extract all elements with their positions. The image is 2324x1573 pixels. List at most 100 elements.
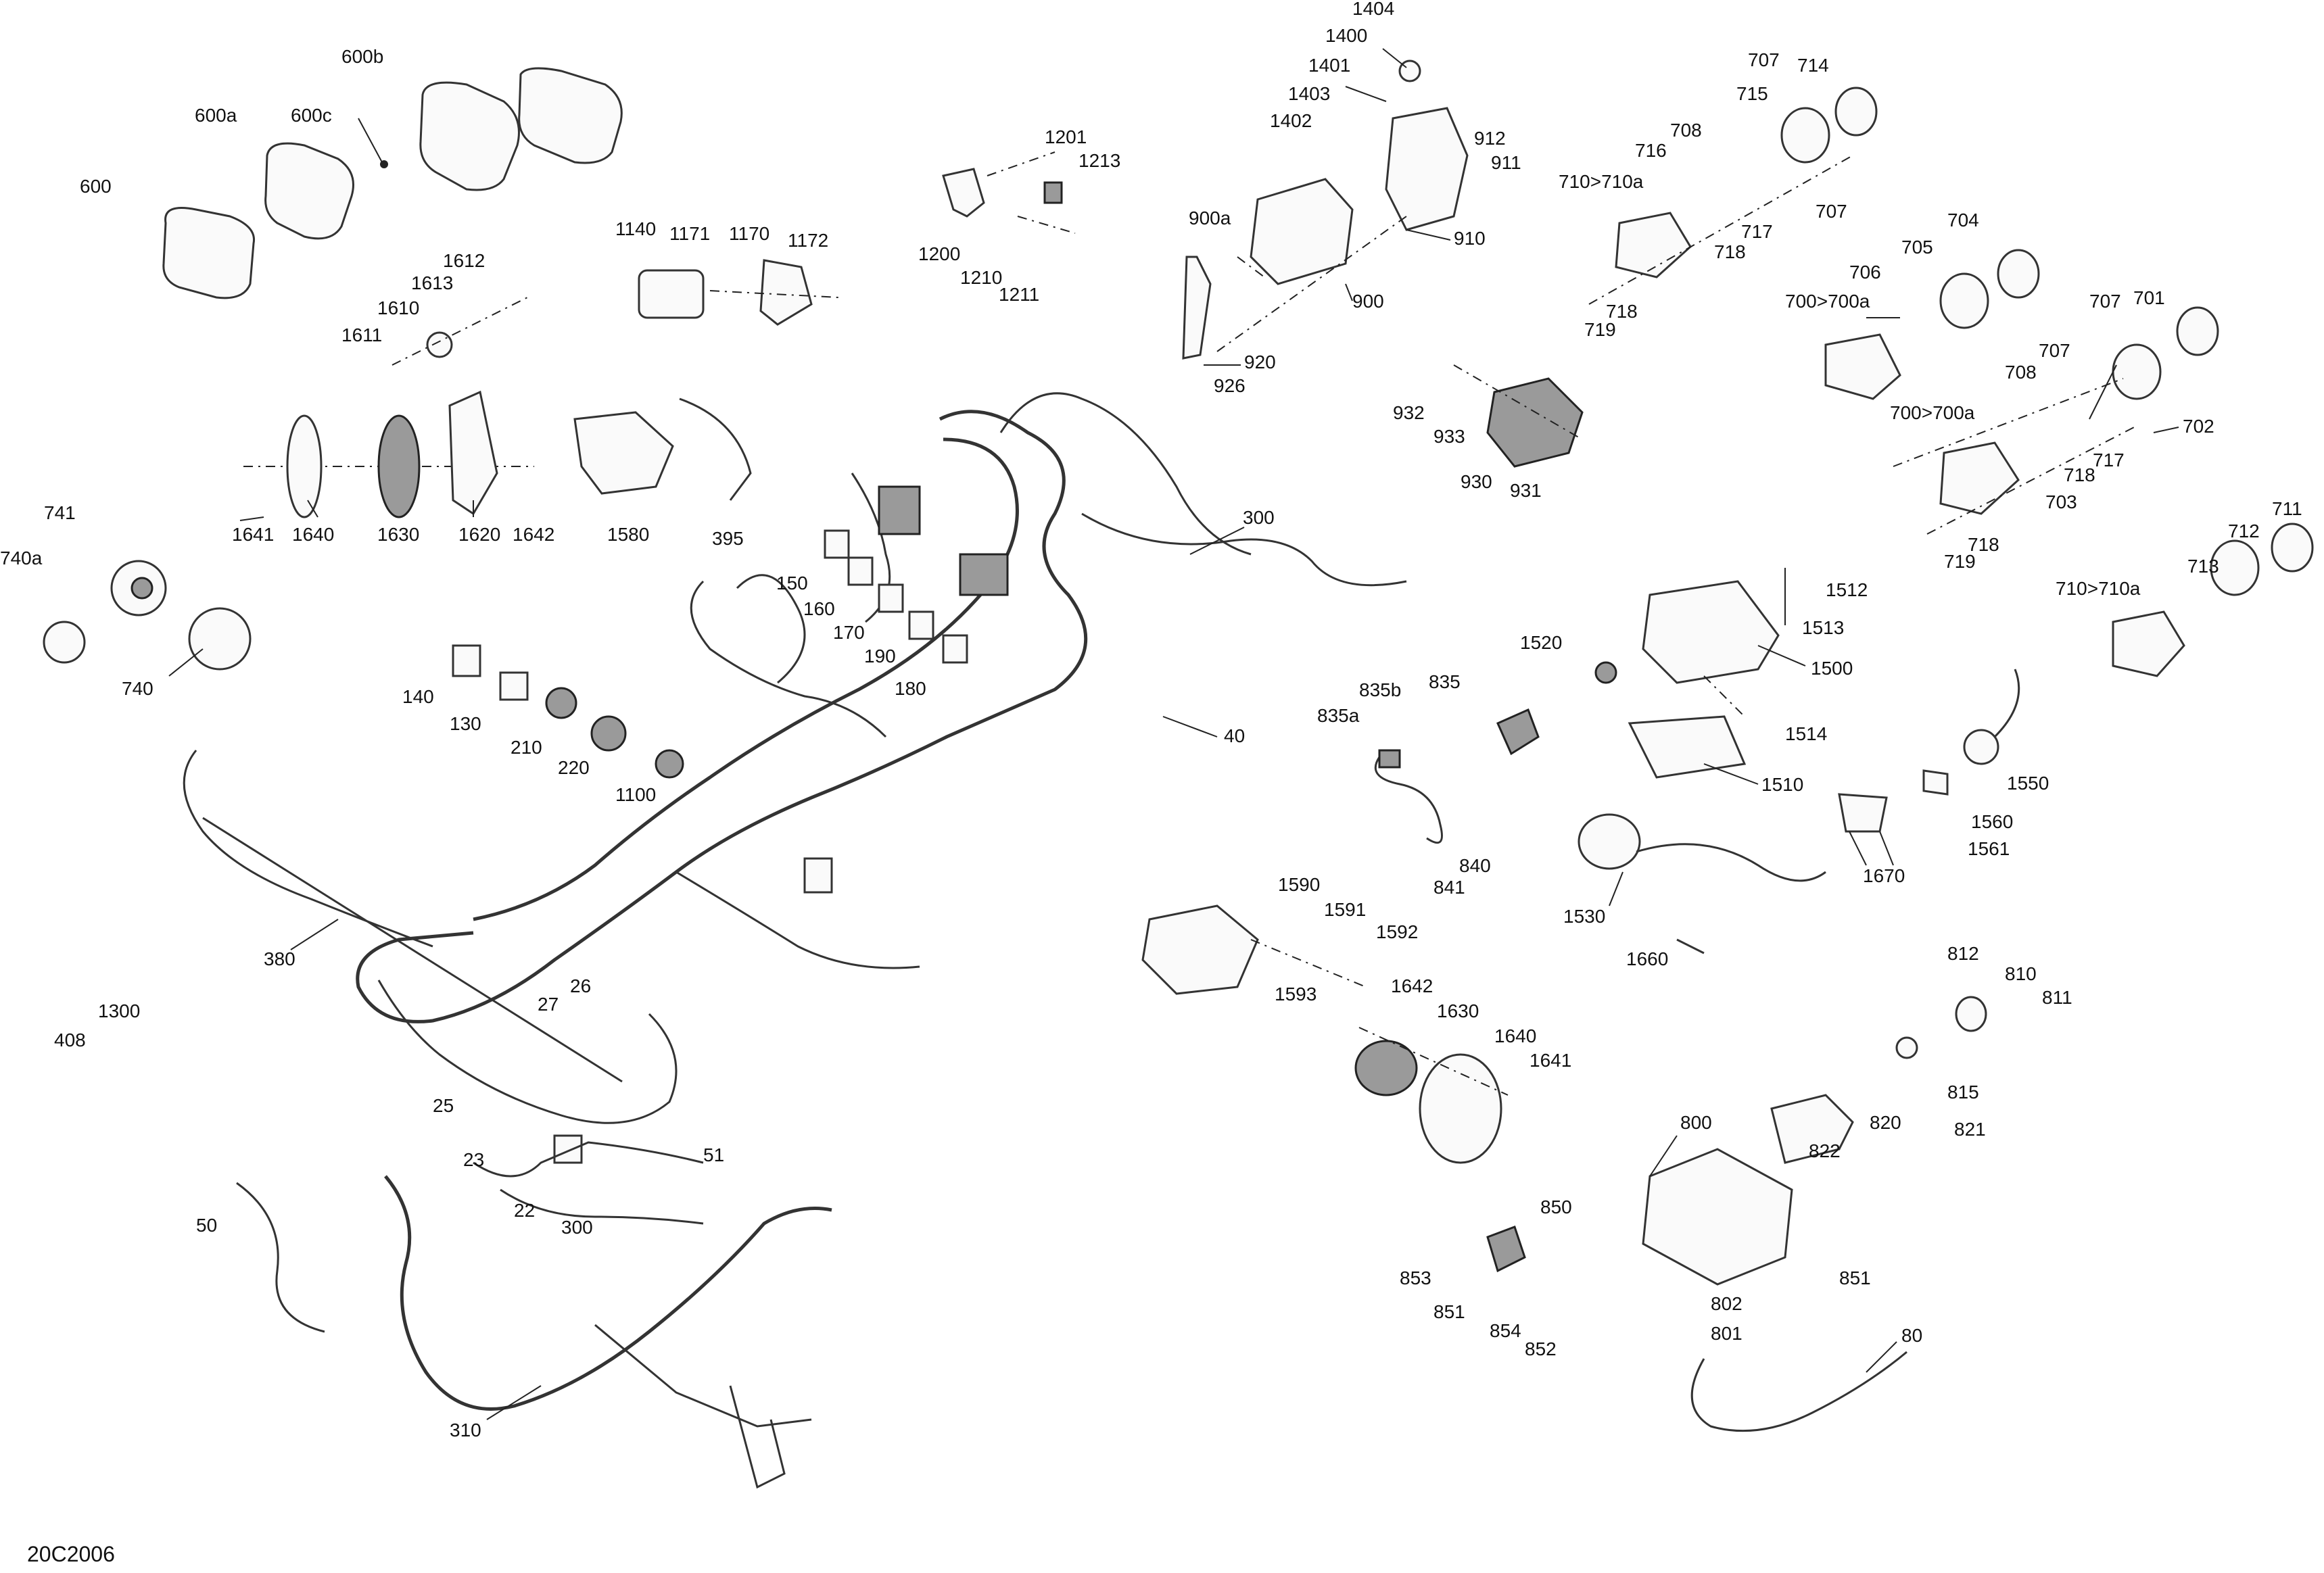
- callout-1591: 1591: [1324, 899, 1366, 920]
- callout-1170: 1170: [729, 223, 769, 244]
- callout-802: 802: [1711, 1293, 1742, 1314]
- leader-lines: [168, 48, 2179, 1420]
- callout-1670: 1670: [1863, 865, 1905, 886]
- callout-707d: 707: [2039, 340, 2070, 361]
- speaker-row-left: [243, 390, 752, 518]
- callout-23: 23: [463, 1149, 484, 1170]
- regulator-930-group: [1453, 364, 1584, 468]
- callout-1513: 1513: [1802, 617, 1844, 638]
- light-740-group: [43, 560, 252, 671]
- callout-1592: 1592: [1376, 921, 1418, 942]
- callout-1610: 1610: [377, 297, 419, 318]
- callout-210: 210: [511, 737, 542, 758]
- callout-704: 704: [1947, 210, 1979, 231]
- callout-300: 300: [1243, 507, 1275, 528]
- callout-810: 810: [2005, 963, 2037, 984]
- callout-851a: 851: [1839, 1267, 1871, 1288]
- callout-1590: 1590: [1278, 874, 1320, 895]
- callout-1213: 1213: [1078, 150, 1120, 171]
- callout-911: 911: [1491, 152, 1521, 173]
- callout-40: 40: [1224, 725, 1245, 746]
- callout-931: 931: [1510, 480, 1542, 501]
- callout-718b: 718: [1606, 301, 1638, 322]
- callout-850: 850: [1540, 1196, 1572, 1217]
- callout-1642b: 1642: [1391, 975, 1433, 996]
- callout-1530: 1530: [1563, 906, 1605, 927]
- main-harness-group: [183, 392, 1407, 1164]
- callout-1630b: 1630: [1437, 1000, 1479, 1021]
- callout-708b: 708: [2005, 362, 2037, 383]
- callout-1401: 1401: [1308, 55, 1350, 76]
- callout-702: 702: [2183, 416, 2214, 437]
- callout-1200: 1200: [918, 243, 960, 264]
- callout-600a: 600a: [195, 105, 237, 126]
- callout-1550: 1550: [2007, 773, 2049, 794]
- callout-812: 812: [1947, 943, 1979, 964]
- callout-1171: 1171: [669, 223, 710, 244]
- callout-740: 740: [122, 678, 153, 699]
- callout-713: 713: [2187, 556, 2219, 577]
- callout-1300: 1300: [98, 1000, 140, 1021]
- callout-1611: 1611: [341, 324, 382, 345]
- callout-708a: 708: [1670, 120, 1702, 141]
- callout-932: 932: [1393, 402, 1425, 423]
- callout-707a: 707: [1748, 49, 1780, 70]
- lower-harness-group: [236, 1141, 832, 1489]
- callout-1210: 1210: [960, 267, 1002, 288]
- callout-717a: 717: [1741, 221, 1773, 242]
- callout-1211: 1211: [999, 284, 1039, 305]
- callout-705: 705: [1901, 237, 1933, 258]
- callout-707c: 707: [2089, 291, 2121, 312]
- callout-715: 715: [1736, 83, 1768, 104]
- diagram-code: 20C2006: [27, 1542, 115, 1566]
- callout-930: 930: [1461, 471, 1492, 492]
- callout-180: 180: [895, 678, 926, 699]
- callout-80: 80: [1901, 1325, 1922, 1346]
- callout-1613: 1613: [411, 272, 453, 293]
- callout-1514: 1514: [1785, 723, 1827, 744]
- spotlights-group: [1588, 87, 2314, 677]
- callout-835: 835: [1429, 671, 1461, 692]
- callout-190: 190: [864, 646, 896, 667]
- callout-900: 900: [1352, 291, 1384, 312]
- callout-22: 22: [514, 1200, 535, 1221]
- callout-160: 160: [803, 598, 835, 619]
- bracket-1200-group: [942, 151, 1076, 234]
- callout-716: 716: [1635, 140, 1667, 161]
- callout-300b: 300: [561, 1217, 593, 1238]
- callout-1640b: 1640: [1494, 1025, 1536, 1046]
- callout-811: 811: [2042, 987, 2072, 1008]
- callout-1404: 1404: [1352, 0, 1394, 19]
- callout-51: 51: [703, 1144, 724, 1165]
- callout-140: 140: [402, 686, 434, 707]
- callout-150: 150: [776, 573, 808, 594]
- callout-408: 408: [54, 1030, 86, 1050]
- callout-800: 800: [1680, 1112, 1712, 1133]
- winch-group: [1486, 996, 1987, 1432]
- small-parts-150-190: [452, 529, 968, 779]
- callout-1642: 1642: [513, 524, 554, 545]
- callout-700a: 700>700a: [1785, 291, 1870, 312]
- part-1610-group: [392, 297, 528, 366]
- callout-822: 822: [1809, 1140, 1841, 1161]
- callout-710a: 710>710a: [1559, 171, 1644, 192]
- callout-701: 701: [2133, 287, 2165, 308]
- callout-25: 25: [433, 1095, 454, 1116]
- callout-835a: 835a: [1317, 705, 1360, 726]
- callout-220: 220: [558, 757, 590, 778]
- callout-600: 600: [80, 176, 112, 197]
- callout-26: 26: [570, 975, 591, 996]
- callout-130: 130: [450, 713, 481, 734]
- callout-1640: 1640: [292, 524, 334, 545]
- callout-700b: 700>700a: [1890, 402, 1975, 423]
- callout-1512: 1512: [1826, 579, 1868, 600]
- callout-718a: 718: [1714, 241, 1746, 262]
- callout-815: 815: [1947, 1082, 1979, 1103]
- callout-851b: 851: [1433, 1301, 1465, 1322]
- callout-1500: 1500: [1811, 658, 1853, 679]
- callout-50: 50: [196, 1215, 217, 1236]
- callout-840: 840: [1459, 855, 1491, 876]
- callout-1593: 1593: [1275, 984, 1317, 1005]
